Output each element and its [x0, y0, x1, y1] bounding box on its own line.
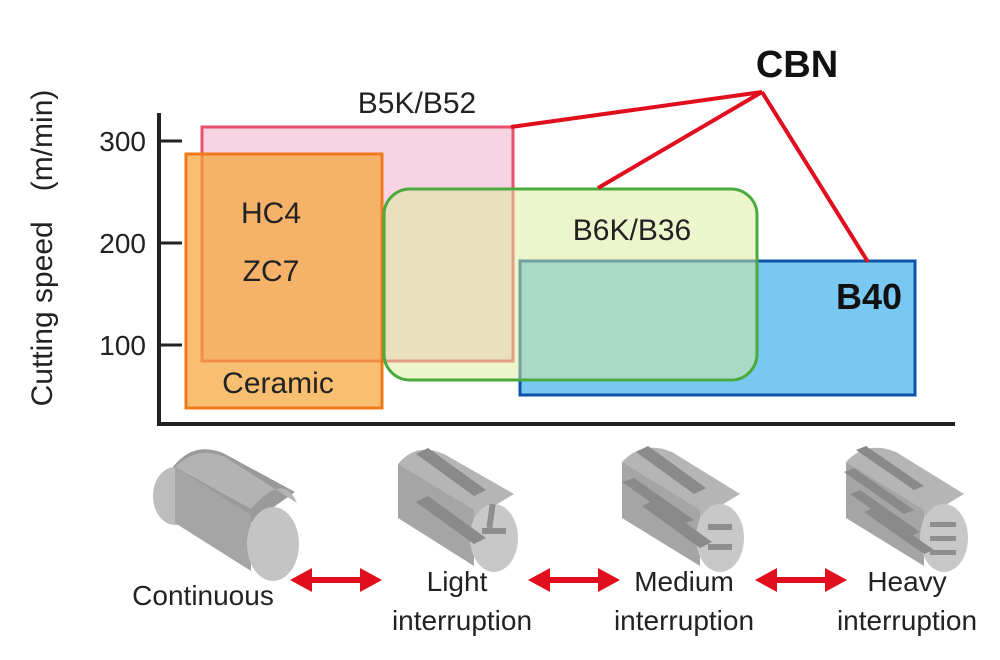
y-tick-label-100: 100	[99, 330, 146, 361]
region-ceramic	[184, 152, 384, 410]
region-b6k-b36	[382, 187, 759, 382]
category-medium-line1: Medium	[634, 566, 734, 597]
double-arrow-icon	[290, 568, 382, 592]
label-ceramic: Ceramic	[222, 367, 334, 400]
cbn-callout: CBN	[510, 44, 870, 264]
category-medium-line2: interruption	[614, 605, 754, 636]
label-cbn: CBN	[756, 44, 838, 86]
regions	[184, 125, 917, 410]
workpiece-light-icon	[398, 448, 518, 572]
label-zc7: ZC7	[243, 255, 300, 288]
category-heavy-line1: Heavy	[867, 566, 946, 597]
workpiece-continuous-icon	[153, 449, 299, 581]
workpiece-medium-icon	[622, 446, 744, 572]
cbn-leader-lines	[510, 90, 764, 190]
y-axis-title: Cutting speed (m/min)	[26, 90, 59, 407]
label-hc4: HC4	[241, 197, 301, 230]
y-tick-label-300: 300	[99, 126, 146, 157]
axes	[157, 113, 955, 426]
region-labels: B5K/B52 HC4 ZC7 Ceramic B6K/B36 B40	[222, 87, 902, 400]
transition-arrows	[290, 568, 847, 592]
cbn-leader-b40	[760, 90, 870, 264]
workpiece-heavy-icon	[844, 446, 968, 572]
label-b5k-b52: B5K/B52	[358, 87, 476, 120]
double-arrow-icon	[755, 568, 847, 592]
y-ticks: 300 200 100	[99, 126, 182, 361]
category-continuous: Continuous	[132, 580, 274, 611]
double-arrow-icon	[528, 568, 620, 592]
label-b40: B40	[836, 276, 902, 317]
category-light-line2: interruption	[392, 605, 532, 636]
category-light-line1: Light	[427, 566, 488, 597]
label-b6k-b36: B6K/B36	[573, 214, 691, 247]
category-labels: Continuous Light interruption Medium int…	[132, 566, 977, 636]
category-heavy-line2: interruption	[837, 605, 977, 636]
y-tick-label-200: 200	[99, 228, 146, 259]
